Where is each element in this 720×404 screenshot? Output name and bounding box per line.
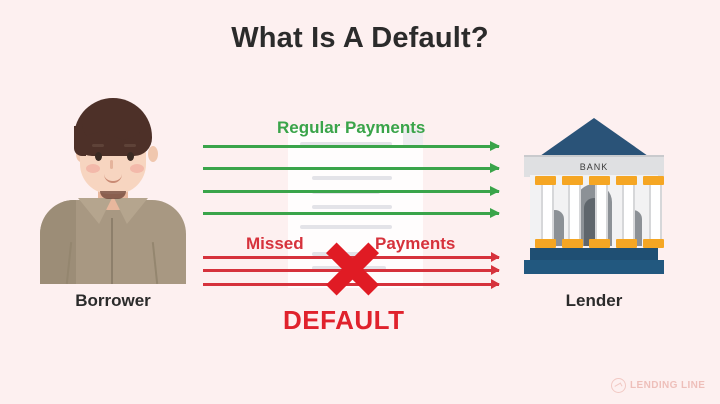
bank-column-base-5 <box>643 239 664 248</box>
bank-roof <box>540 118 648 156</box>
borrower-caption: Borrower <box>75 291 151 310</box>
bank-step-lower <box>524 260 664 274</box>
arrow-shaft <box>203 212 499 215</box>
document-line-2 <box>312 176 392 180</box>
arrow-shaft <box>203 145 499 148</box>
bank-column-capital-1 <box>535 176 556 185</box>
arrow-head <box>490 141 500 151</box>
arrow-head <box>490 186 500 196</box>
bank-sign: BANK <box>524 155 664 177</box>
bank-column-5 <box>649 182 662 244</box>
bank-column-base-4 <box>616 239 637 248</box>
regular-payment-arrow-2 <box>203 163 500 173</box>
cross-out-x-icon <box>325 242 379 296</box>
borrower-ear-right <box>148 146 158 162</box>
bank-column-base-2 <box>562 239 583 248</box>
arrow-head <box>491 279 500 289</box>
document-line-4 <box>312 205 392 209</box>
missed-payment-arrow-3 <box>203 279 500 289</box>
bank-step-upper <box>530 248 658 260</box>
arrow-shaft <box>203 190 499 193</box>
borrower-cheek-left <box>86 164 100 173</box>
borrower-shirt-shadow <box>40 200 76 284</box>
document-line-5 <box>300 225 392 229</box>
borrower-eye-right <box>127 152 134 161</box>
borrower-eyebrow-left <box>92 144 104 147</box>
regular-payment-arrow-4 <box>203 208 500 218</box>
borrower-eyebrow-right <box>124 144 136 147</box>
borrower-shirt-placket <box>111 218 113 284</box>
arrow-head <box>490 208 500 218</box>
bank-column-base-1 <box>535 239 556 248</box>
bank-column-base-3 <box>589 239 610 248</box>
borrower-chin-shadow <box>100 191 126 199</box>
regular-payment-arrow-3 <box>203 186 500 196</box>
bank-column-3 <box>595 182 608 244</box>
regular-payments-label: Regular Payments <box>277 118 426 137</box>
bank-column-capital-3 <box>589 176 610 185</box>
bank-illustration: BANK <box>524 118 664 284</box>
default-label: DEFAULT <box>283 305 405 335</box>
bank-column-4 <box>622 182 635 244</box>
watermark-text: LENDING LINE <box>630 380 706 391</box>
watermark-logo: LENDING LINE <box>611 378 705 393</box>
bank-sign-text: BANK <box>579 162 609 172</box>
bank-column-capital-5 <box>643 176 664 185</box>
arrow-head <box>491 265 500 275</box>
arrow-head <box>491 252 500 262</box>
bank-column-capital-2 <box>562 176 583 185</box>
borrower-illustration <box>38 92 188 284</box>
borrower-hair-side <box>74 126 86 156</box>
arrow-shaft <box>203 167 499 170</box>
lender-caption: Lender <box>565 291 623 310</box>
arrow-head <box>490 163 500 173</box>
regular-payment-arrow-1 <box>203 141 500 151</box>
bank-column-1 <box>541 182 554 244</box>
bank-column-capital-4 <box>616 176 637 185</box>
missed-label: Missed <box>246 234 304 253</box>
page-title: What Is A Default? <box>231 22 489 54</box>
document-fold <box>403 128 423 148</box>
bank-column-2 <box>568 182 581 244</box>
borrower-nose <box>110 160 113 169</box>
payments-label: Payments <box>375 234 456 253</box>
document-line-1 <box>300 142 392 146</box>
borrower-cheek-right <box>130 164 144 173</box>
arrow-shaft <box>203 283 499 286</box>
borrower-mouth <box>104 172 122 183</box>
borrower-eye-left <box>95 152 102 161</box>
lending-line-circle-swoosh-icon <box>611 378 626 393</box>
